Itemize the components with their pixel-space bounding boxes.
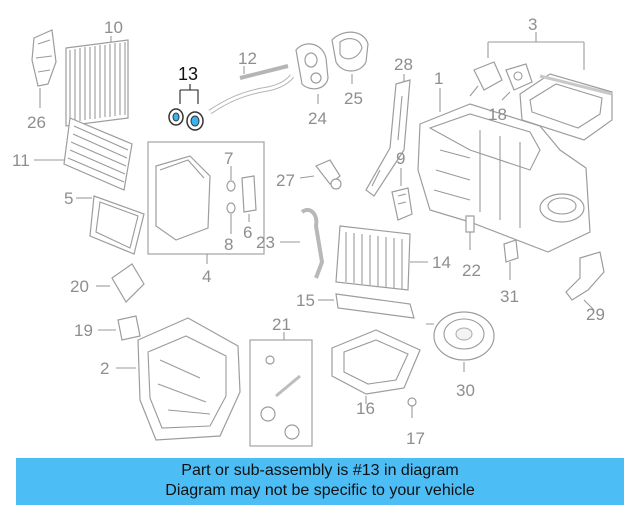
banner-line-1: Part or sub-assembly is #13 in diagram <box>181 462 459 479</box>
part-16-tray <box>331 329 421 404</box>
part-11-heater-core <box>34 117 133 191</box>
part-9-switch <box>391 168 413 221</box>
callout-22: 22 <box>462 261 481 280</box>
part-27-sensor <box>299 159 342 190</box>
callout-2: 2 <box>100 359 109 378</box>
callout-10: 10 <box>104 18 123 37</box>
part-5-filter <box>76 195 145 255</box>
part-group-4 <box>147 141 265 264</box>
callout-9: 9 <box>396 149 405 168</box>
callout-7: 7 <box>224 149 233 168</box>
part-20-bracket <box>96 263 145 303</box>
callout-16: 16 <box>356 399 375 418</box>
part-19-actuator <box>98 315 141 341</box>
callout-31: 31 <box>500 287 519 306</box>
part-2-lower-housing <box>116 317 241 441</box>
callout-24: 24 <box>308 109 327 128</box>
part-3-motor <box>469 61 503 97</box>
part-24-gasket <box>295 43 329 104</box>
part-30-blower-motor <box>426 311 495 372</box>
callout-17: 17 <box>406 429 425 448</box>
part-13-o-rings <box>168 84 204 131</box>
banner-line-2: Diagram may not be specific to your vehi… <box>165 482 475 499</box>
callout-3: 3 <box>528 15 537 34</box>
callout-29: 29 <box>586 305 605 324</box>
part-25-seal <box>331 31 369 84</box>
callout-23: 23 <box>256 233 275 252</box>
callout-30: 30 <box>456 381 475 400</box>
callout-11: 11 <box>12 151 30 170</box>
callout-28: 28 <box>394 55 413 74</box>
part-3-flap-housing <box>487 32 613 141</box>
callout-26: 26 <box>27 113 46 132</box>
callout-27: 27 <box>276 171 295 190</box>
part-10-evaporator <box>65 36 129 127</box>
callout-1: 1 <box>434 69 443 88</box>
callout-25: 25 <box>344 89 363 108</box>
callout-12: 12 <box>238 49 257 68</box>
callout-15: 15 <box>296 291 315 310</box>
part-17-screw <box>407 397 417 418</box>
part-1-hvac-housing <box>417 88 591 253</box>
callout-14: 14 <box>432 253 451 272</box>
part-26-bracket <box>31 29 57 108</box>
part-22-clip <box>465 215 475 250</box>
exploded-parts-diagram: 10 26 11 5 13 12 2 <box>12 15 613 448</box>
info-banner: Part or sub-assembly is #13 in diagram D… <box>16 458 624 505</box>
callout-5: 5 <box>64 189 73 208</box>
part-31-resistor <box>503 239 519 280</box>
part-29-duct <box>565 251 605 311</box>
callout-21: 21 <box>272 315 291 334</box>
part-23-drain-hose <box>280 207 325 279</box>
part-18-actuator <box>501 63 533 101</box>
part-21-kit <box>249 332 313 447</box>
callout-13: 13 <box>178 64 198 84</box>
callout-19: 19 <box>74 321 93 340</box>
part-14-cabin-filter <box>335 225 428 291</box>
part-12-ac-lines <box>208 64 294 115</box>
callout-20: 20 <box>70 277 89 296</box>
part-15-filter-frame <box>318 293 415 319</box>
callout-6: 6 <box>243 223 252 242</box>
callout-18: 18 <box>488 105 507 124</box>
part-28-bracket <box>365 74 411 197</box>
callout-4: 4 <box>202 267 211 286</box>
callout-8: 8 <box>224 235 233 254</box>
